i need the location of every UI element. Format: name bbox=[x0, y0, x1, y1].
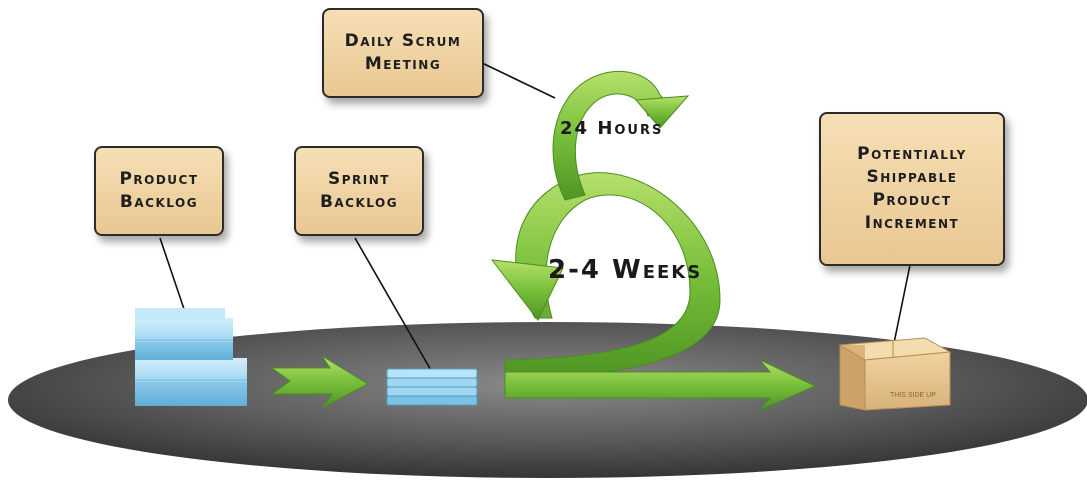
sprint-backlog-label: Sprint Backlog bbox=[294, 146, 424, 236]
product-backlog-label: Product Backlog bbox=[94, 146, 224, 236]
watermark: https://blog.csdn.net/qq_29339467 bbox=[826, 464, 1041, 480]
product-backlog-stack bbox=[135, 308, 247, 406]
daily-cycle-label: 24 Hours bbox=[560, 118, 664, 139]
flow-arrow-long bbox=[504, 359, 817, 411]
shipping-box: THIS SIDE UP bbox=[838, 337, 952, 411]
connector-lines bbox=[159, 61, 911, 373]
sprint-backlog-stack bbox=[386, 368, 478, 406]
box-side-text: THIS SIDE UP bbox=[890, 392, 936, 399]
daily-arrow-head bbox=[634, 95, 690, 129]
increment-label: Potentially Shippable Product Increment bbox=[819, 112, 1005, 266]
daily-scrum-label: Daily Scrum Meeting bbox=[322, 8, 484, 98]
flow-arrow-small bbox=[270, 355, 370, 409]
sprint-cycle-label: 2-4 Weeks bbox=[548, 255, 703, 285]
platform bbox=[8, 322, 1087, 478]
loop-arrow-head bbox=[490, 259, 564, 321]
